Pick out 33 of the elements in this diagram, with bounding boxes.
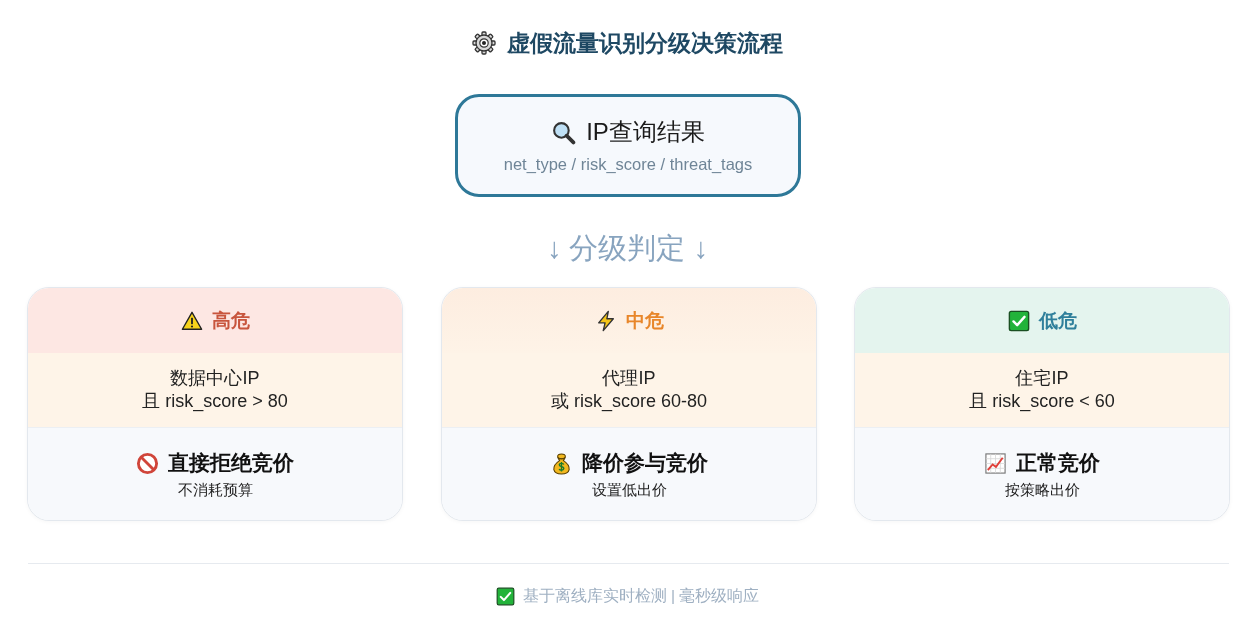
risk-card [441,287,817,521]
condition-text: 或 risk_score 60-80 [550,390,708,413]
condition-text: 代理IP [602,367,656,390]
risk-level-label: 高危 [211,308,250,333]
stage-caption: ↓ 分级判定 ↓ [546,231,709,266]
footer-note: 基于离线库实时检测 | 毫秒级响应 [522,585,760,606]
action-band [442,428,816,520]
card-header-band [442,288,816,353]
risk-level-label: 中危 [625,308,664,333]
query-title: IP查询结果 [586,117,705,147]
risk-card [27,287,403,521]
action-note: 设置低出价 [591,480,667,500]
action-band [855,428,1229,520]
risk-level-label: 低危 [1038,308,1077,333]
action-note: 不消耗预算 [177,480,253,500]
condition-text: 且 risk_score < 60 [969,390,1115,413]
card-header-band [28,288,402,353]
diagram-title: 虚假流量识别分级决策流程 [507,28,783,58]
condition-band [855,353,1229,428]
action-note: 按策略出价 [1004,480,1080,500]
action-title: 正常竞价 [1016,450,1100,476]
action-band [28,428,402,520]
condition-text: 且 risk_score > 80 [142,390,288,413]
risk-card [854,287,1230,521]
card-header-band [855,288,1229,353]
condition-band [28,353,402,428]
query-result-box [455,94,801,197]
action-title: 降价参与竞价 [582,450,708,476]
action-title: 直接拒绝竞价 [168,450,294,476]
condition-text: 住宅IP [1015,367,1069,390]
condition-band [442,353,816,428]
field-list: net_type / risk_score / threat_tags [503,153,753,175]
condition-text: 数据中心IP [170,367,260,390]
